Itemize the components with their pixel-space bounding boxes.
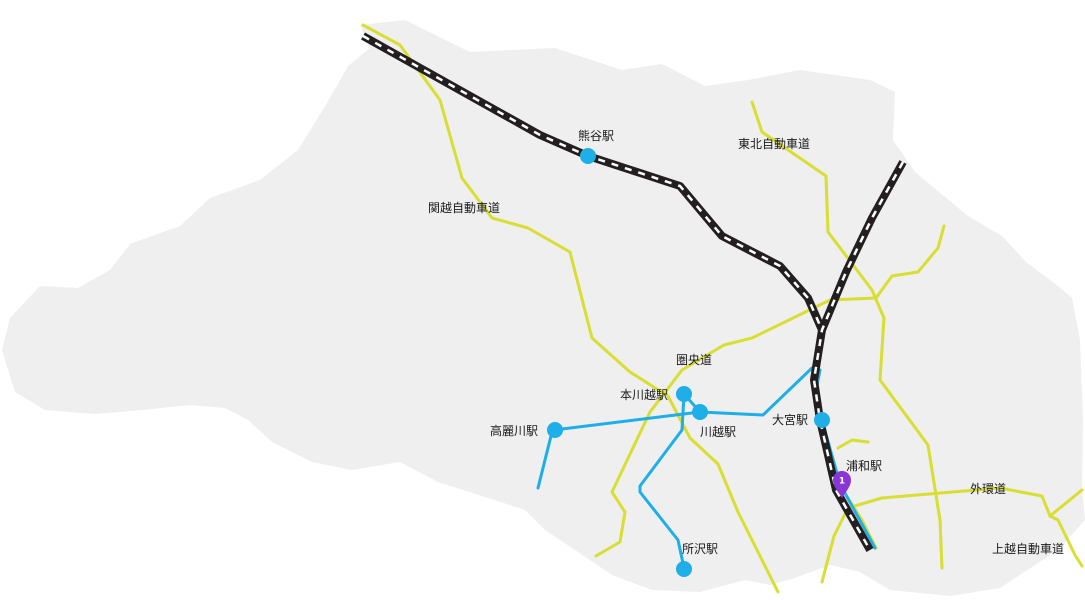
- joetsu-shinkansen-dash: [362, 34, 824, 331]
- label-kawagoe-station: 川越駅: [700, 425, 736, 439]
- label-komagawa-station: 高麗川駅: [490, 423, 538, 438]
- label-kanetsu-expressway: 関越自動車道: [428, 201, 500, 215]
- label-tohoku-expressway: 東北自動車道: [738, 137, 810, 151]
- label-kumagaya-station: 熊谷駅: [578, 128, 614, 143]
- marker-number: 1: [839, 477, 845, 487]
- gaikan-expressway: [820, 486, 1084, 584]
- station-dot-hon-kawagoe: [676, 386, 692, 402]
- station-dot-kumagaya: [580, 148, 596, 164]
- kanetsu-expressway: [361, 23, 780, 594]
- station-dot-omiya: [814, 412, 830, 428]
- map-pin-icon[interactable]: 1: [833, 471, 851, 498]
- prefecture-area: [2, 20, 1085, 596]
- tohoku-expressway: [750, 100, 944, 570]
- label-gaikan-expressway: 外環道: [970, 482, 1006, 496]
- expressways: [361, 23, 1084, 594]
- rail-tokorozawa-kawagoe: [638, 392, 686, 570]
- label-urawa-station: 浦和駅: [846, 459, 882, 473]
- label-tokorozawa-station: 所沢駅: [682, 542, 718, 556]
- label-ken-o-expressway: 圏央道: [676, 353, 712, 367]
- joetsu-expressway: [1048, 514, 1084, 568]
- rail-komagawa-kawagoe: [536, 366, 814, 490]
- station-dot-kawagoe: [692, 404, 708, 420]
- station-dot-tokorozawa: [676, 561, 692, 577]
- label-hon-kawagoe-station: 本川越駅: [620, 388, 668, 402]
- road-spur-urawa: [836, 438, 870, 450]
- station-dot-komagawa: [547, 422, 563, 438]
- ken-o-expressway: [594, 224, 946, 558]
- label-joetsu-expressway: 上越自動車道: [992, 542, 1064, 556]
- label-omiya-station: 大宮駅: [772, 412, 808, 427]
